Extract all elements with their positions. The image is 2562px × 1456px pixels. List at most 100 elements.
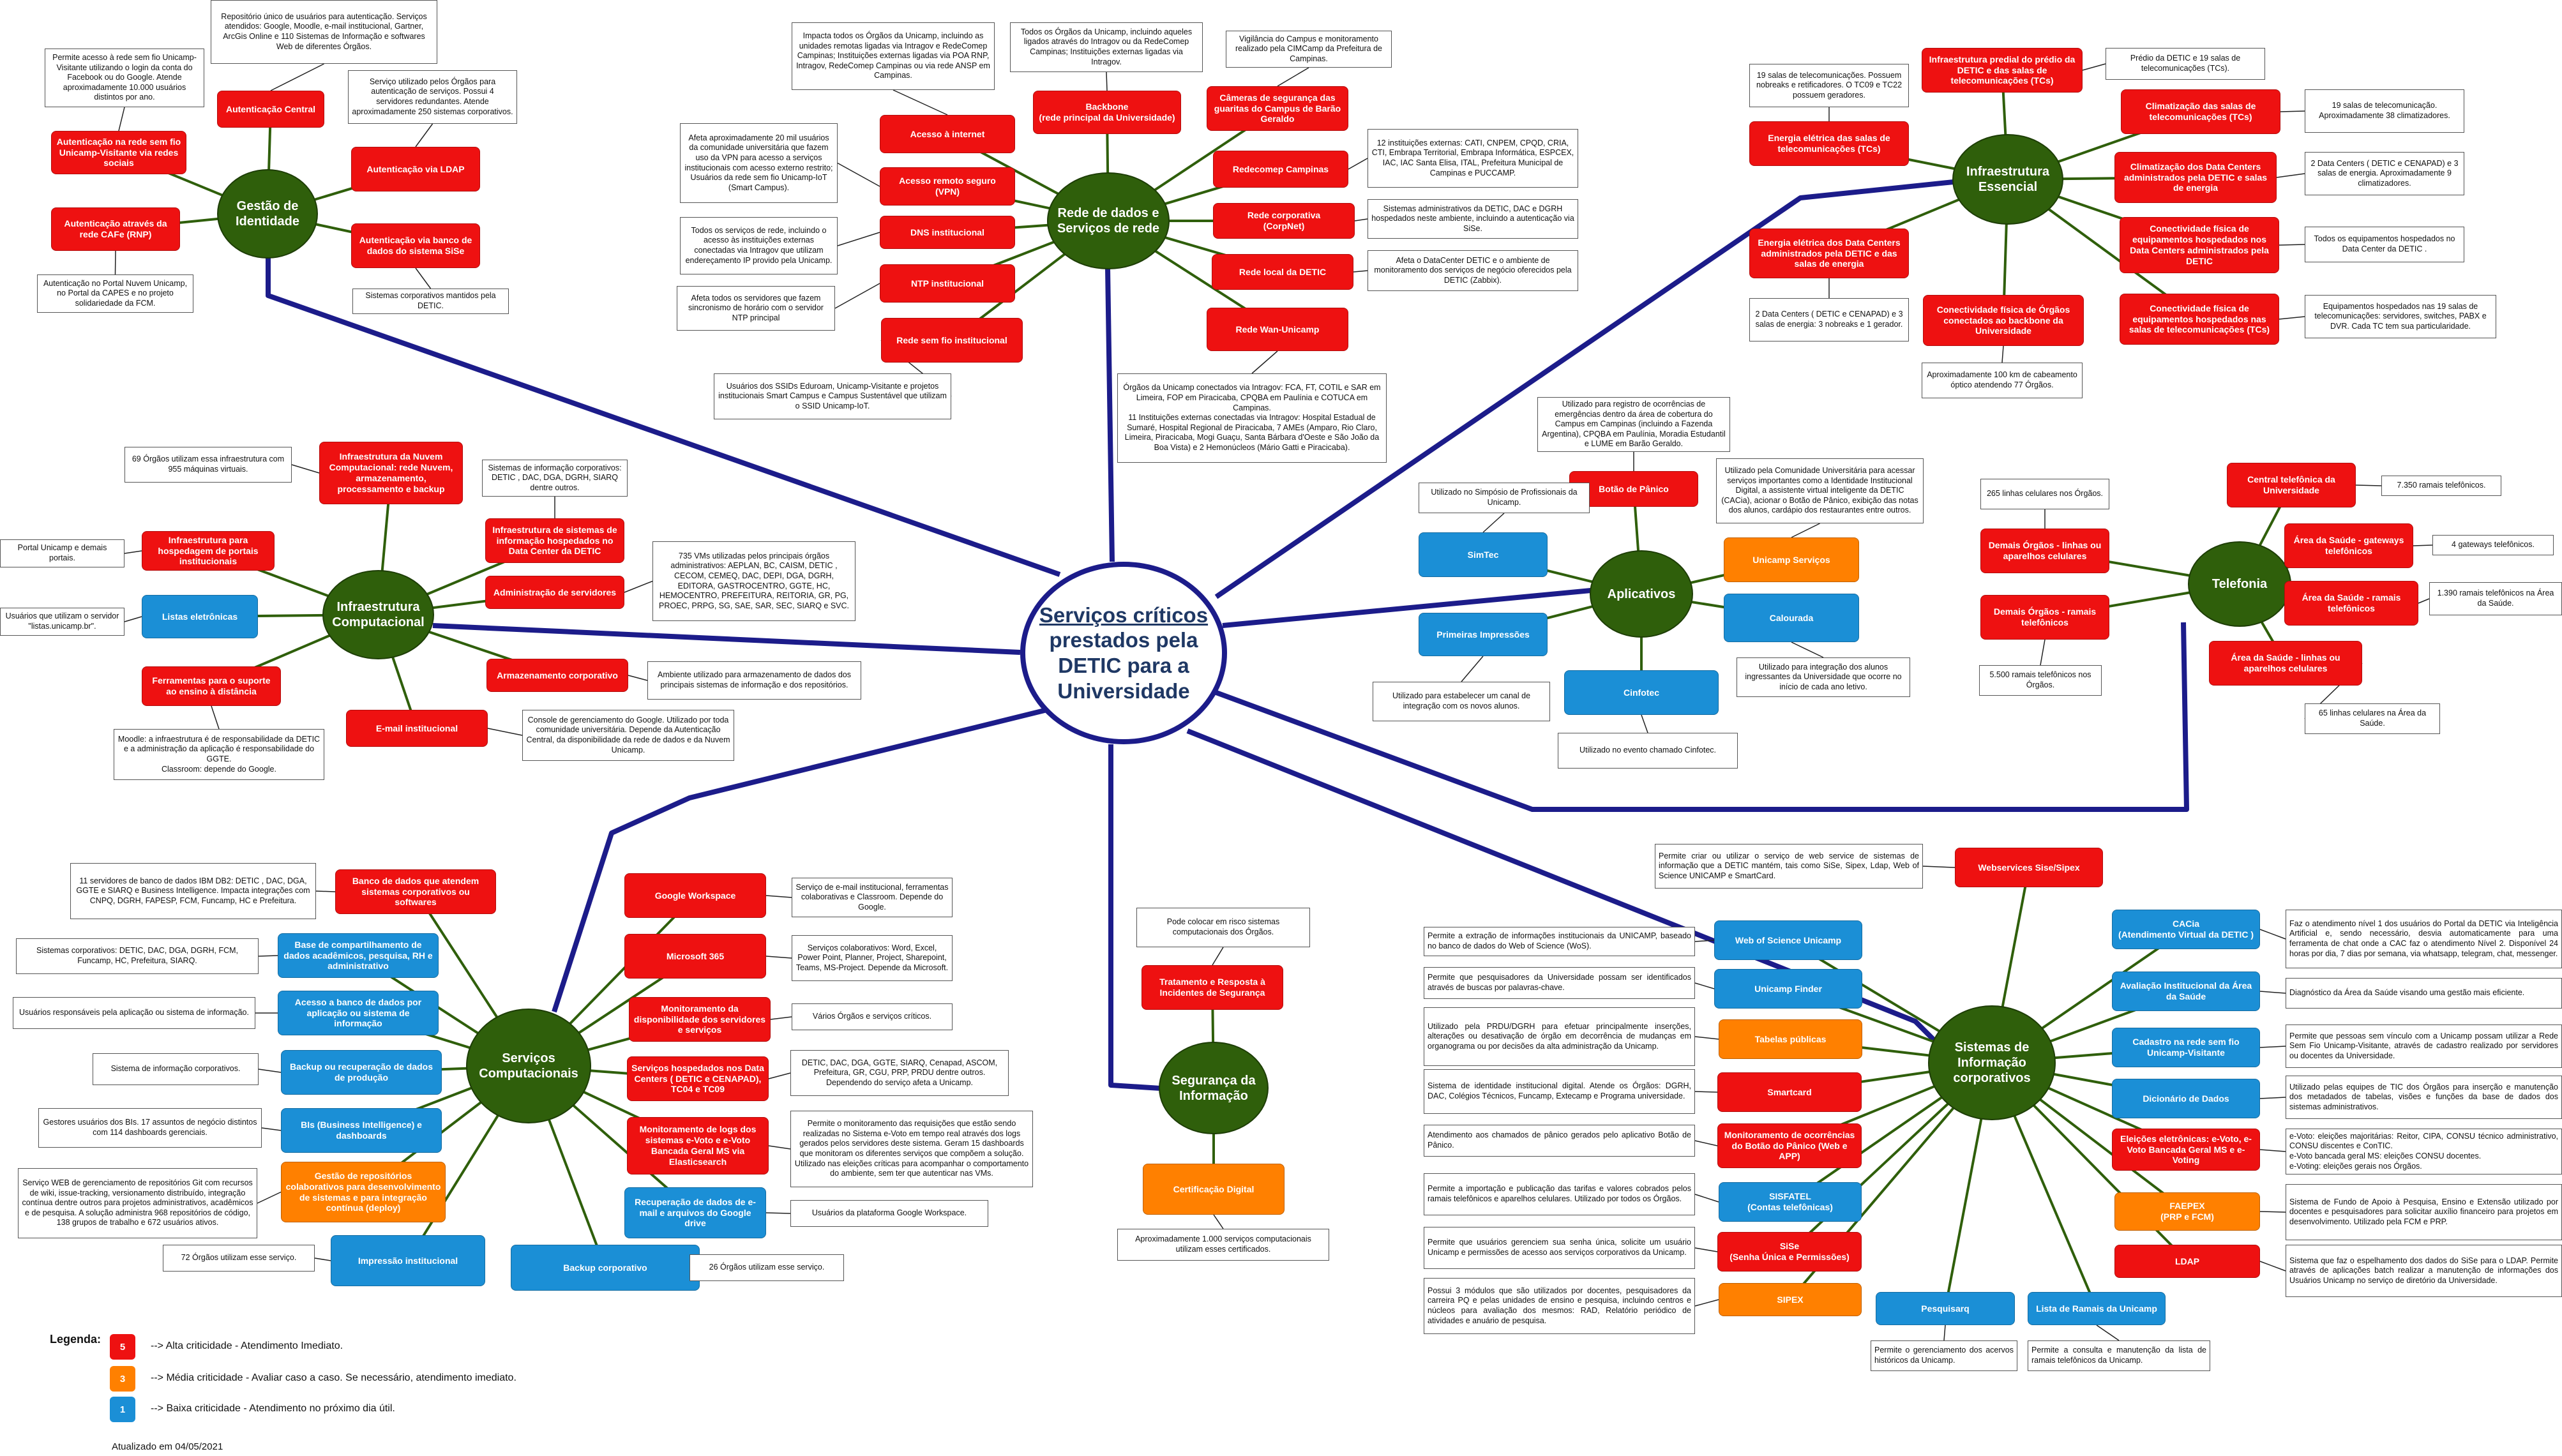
note-acesso-internet: Impacta todos os Órgãos da Unicamp, incl… — [792, 22, 995, 90]
arrow-redecomep — [1348, 158, 1368, 170]
service-monitoramento-disponibilidade[interactable]: Monitoramento da disponibilidade dos ser… — [629, 997, 771, 1042]
service-webservices[interactable]: Webservices Sise/Sipex — [1955, 848, 2103, 887]
service-listas-eletronicas[interactable]: Listas eletrônicas — [142, 595, 258, 638]
service-sipex[interactable]: SIPEX — [1719, 1283, 1862, 1316]
arrow-banco-dados — [315, 890, 336, 892]
note-sisfatel: Permite a importação e publicação das ta… — [1424, 1173, 1695, 1215]
service-pesquisarq[interactable]: Pesquisarq — [1876, 1292, 2015, 1325]
service-microsoft-365[interactable]: Microsoft 365 — [624, 934, 766, 979]
service-administracao-servidores[interactable]: Administração de servidores — [485, 576, 624, 609]
service-smartcard[interactable]: Smartcard — [1717, 1072, 1862, 1112]
service-conectividade-dc[interactable]: Conectividade física de equipamentos hos… — [2120, 217, 2279, 273]
note-saude-celulares: 65 linhas celulares na Área da Saúde. — [2305, 703, 2440, 734]
service-sisfatel[interactable]: SISFATEL (Contas telefônicas) — [1719, 1182, 1862, 1222]
service-rede-local[interactable]: Rede local da DETIC — [1212, 254, 1353, 290]
trunk-servicos-computacionais — [552, 707, 1048, 1013]
service-simtec[interactable]: SimTec — [1419, 532, 1548, 577]
service-eleicoes-eletronicas[interactable]: Eleições eletrônicas: e-Voto, e-Voto Ban… — [2112, 1129, 2260, 1171]
service-business-intelligence[interactable]: BIs (Business Intelligence) e dashboards — [281, 1108, 442, 1153]
arrow-unicamp-finder — [1694, 982, 1715, 989]
service-backbone[interactable]: Backbone (rede principal da Universidade… — [1033, 91, 1181, 134]
service-ldap[interactable]: LDAP — [2114, 1245, 2260, 1278]
arrow-saude-gateways — [2413, 544, 2433, 546]
arrow-cacia — [2259, 929, 2286, 940]
legend-title: Legenda: — [50, 1333, 102, 1346]
service-climatizacao-tcs[interactable]: Climatização das salas de telecomunicaçõ… — [2121, 89, 2280, 134]
service-saude-ramais[interactable]: Área da Saúde - ramais telefônicos — [2284, 581, 2418, 626]
service-infra-predial[interactable]: Infraestrutura predial do prédio da DETI… — [1922, 48, 2083, 93]
service-vpn[interactable]: Acesso remoto seguro (VPN) — [880, 167, 1015, 206]
service-sise[interactable]: SiSe (Senha Única e Permissões) — [1717, 1232, 1862, 1272]
service-tabelas-publicas[interactable]: Tabelas públicas — [1719, 1019, 1862, 1059]
service-rede-wan[interactable]: Rede Wan-Unicamp — [1207, 308, 1348, 351]
service-sistemas-data-center[interactable]: Infraestrutura de sistemas de informação… — [485, 518, 624, 563]
service-conectividade-tcs[interactable]: Conectividade física de equipamentos hos… — [2120, 294, 2279, 345]
arrow-webservices — [1922, 866, 1955, 868]
service-email-institucional[interactable]: E-mail institucional — [346, 710, 488, 747]
service-faepex[interactable]: FAEPEX (PRP e FCM) — [2114, 1192, 2260, 1231]
service-dns[interactable]: DNS institucional — [880, 216, 1015, 249]
service-armazenamento-corporativo[interactable]: Armazenamento corporativo — [486, 659, 628, 692]
service-ferramentas-ead[interactable]: Ferramentas para o suporte ao ensino à d… — [142, 666, 281, 706]
service-avaliacao-saude[interactable]: Avaliação Institucional da Área da Saúde — [2112, 972, 2260, 1011]
service-cadastro-visitante[interactable]: Cadastro na rede sem fio Unicamp-Visitan… — [2112, 1028, 2260, 1067]
service-autenticacao-ldap[interactable]: Autenticação via LDAP — [351, 147, 480, 191]
note-impressao-institucional: 72 Órgãos utilizam esse serviço. — [163, 1245, 315, 1272]
trunk-infra-essencial — [1214, 179, 1954, 599]
service-energia-tcs[interactable]: Energia elétrica das salas de telecomuni… — [1749, 121, 1909, 166]
service-primeiras-impressoes[interactable]: Primeiras Impressões — [1419, 613, 1548, 656]
service-botao-panico[interactable]: Botão de Pânico — [1569, 471, 1698, 507]
service-nuvem-computacional[interactable]: Infraestrutura da Nuvem Computacional: r… — [319, 442, 463, 504]
service-acesso-internet[interactable]: Acesso à internet — [880, 115, 1015, 153]
service-google-workspace[interactable]: Google Workspace — [624, 873, 766, 918]
service-autenticacao-cafe[interactable]: Autenticação através da rede CAFe (RNP) — [51, 207, 180, 251]
service-saude-celulares[interactable]: Área da Saúde - linhas ou aparelhos celu… — [2209, 641, 2362, 686]
service-acesso-banco-dados[interactable]: Acesso a banco de dados por aplicação ou… — [278, 991, 439, 1035]
service-unicamp-servicos[interactable]: Unicamp Serviços — [1724, 537, 1859, 582]
service-redecomep[interactable]: Redecomep Campinas — [1213, 151, 1348, 188]
note-google-workspace: Serviço de e-mail institucional, ferrame… — [792, 878, 953, 917]
service-servicos-hospedados[interactable]: Serviços hospedados nos Data Centers ( D… — [627, 1056, 769, 1101]
service-dicionario-dados[interactable]: Dicionário de Dados — [2112, 1079, 2260, 1118]
service-autenticacao-redes-sociais[interactable]: Autenticação na rede sem fio Unicamp-Vis… — [51, 131, 186, 174]
note-cinfotec: Utilizado no evento chamado Cinfotec. — [1558, 733, 1738, 769]
service-conectividade-orgaos[interactable]: Conectividade física de Órgãos conectado… — [1923, 295, 2084, 346]
service-backup-recuperacao[interactable]: Backup ou recuperação de dados de produç… — [281, 1050, 442, 1095]
service-tratamento-incidentes[interactable]: Tratamento e Resposta à Incidentes de Se… — [1142, 965, 1283, 1010]
service-central-telefonica[interactable]: Central telefônica da Universidade — [2227, 463, 2356, 507]
service-impressao-institucional[interactable]: Impressão institucional — [331, 1235, 485, 1286]
service-climatizacao-dc[interactable]: Climatização dos Data Centers administra… — [2114, 152, 2277, 203]
service-certificacao-digital[interactable]: Certificação Digital — [1143, 1164, 1285, 1215]
service-unicamp-finder[interactable]: Unicamp Finder — [1714, 969, 1862, 1009]
note-rede-sem-fio: Usuários dos SSIDs Eduroam, Unicamp-Visi… — [714, 373, 951, 419]
service-lista-ramais[interactable]: Lista de Ramais da Unicamp — [2028, 1292, 2166, 1325]
service-ntp[interactable]: NTP institucional — [880, 264, 1015, 303]
center-title-line-4: Universidade — [1057, 679, 1190, 703]
arrow-cameras-seguranca — [1277, 67, 1309, 87]
service-hospedagem-portais[interactable]: Infraestrutura para hospedagem de portai… — [142, 531, 275, 571]
service-monitoramento-panico[interactable]: Monitoramento de ocorrências do Botão do… — [1717, 1123, 1862, 1168]
service-energia-dc[interactable]: Energia elétrica dos Data Centers admini… — [1749, 229, 1909, 278]
service-recuperacao-google[interactable]: Recuperação de dados de e-mail e arquivo… — [624, 1187, 766, 1238]
service-monitoramento-logs[interactable]: Monitoramento de logs dos sistemas e-Vot… — [627, 1117, 769, 1175]
service-web-of-science[interactable]: Web of Science Unicamp — [1714, 920, 1862, 960]
service-demais-ramais[interactable]: Demais Órgãos - ramais telefônicos — [1980, 595, 2109, 640]
service-compartilhamento-dados[interactable]: Base de compartilhamento de dados acadêm… — [278, 933, 439, 978]
service-banco-dados[interactable]: Banco de dados que atendem sistemas corp… — [335, 869, 496, 914]
service-demais-celulares[interactable]: Demais Órgãos - linhas ou aparelhos celu… — [1980, 529, 2109, 573]
service-cinfotec[interactable]: Cinfotec — [1564, 670, 1719, 715]
service-saude-gateways[interactable]: Área da Saúde - gateways telefônicos — [2284, 523, 2413, 568]
service-cameras-seguranca[interactable]: Câmeras de segurança das guaritas do Cam… — [1207, 86, 1348, 131]
service-autenticacao-sise[interactable]: Autenticação via banco de dados do siste… — [351, 223, 480, 268]
service-backup-corporativo[interactable]: Backup corporativo — [511, 1245, 700, 1291]
service-rede-sem-fio[interactable]: Rede sem fio institucional — [881, 318, 1023, 363]
service-autenticacao-central[interactable]: Autenticação Central — [217, 91, 324, 128]
service-gestao-repositorios[interactable]: Gestão de repositórios colaborativos par… — [281, 1162, 446, 1222]
service-cacia[interactable]: CACia (Atendimento Virtual da DETIC ) — [2112, 910, 2260, 949]
note-autenticacao-sise: Sistemas corporativos mantidos pela DETI… — [352, 289, 509, 314]
arrow-primeiras-impressoes — [1461, 656, 1484, 682]
note-backup-corporativo: 26 Órgãos utilizam esse serviço. — [689, 1254, 844, 1281]
service-calourada[interactable]: Calourada — [1724, 594, 1859, 642]
note-cacia: Faz o atendimento nível 1 dos usuários d… — [2286, 910, 2562, 968]
service-corpnet[interactable]: Rede corporativa (CorpNet) — [1213, 203, 1355, 239]
